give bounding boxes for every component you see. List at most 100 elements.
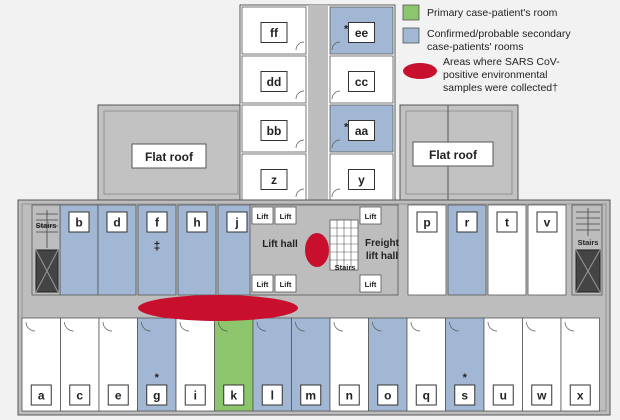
lift-5: Lift bbox=[359, 206, 382, 225]
room-p: p bbox=[407, 204, 447, 296]
room-t: t bbox=[487, 204, 527, 296]
room-w-label: w bbox=[536, 389, 547, 403]
lift-5-label: Lift bbox=[365, 212, 377, 221]
room-ff: ff bbox=[241, 6, 307, 55]
room-e-label: e bbox=[115, 389, 122, 403]
room-dd-label-box bbox=[260, 71, 288, 92]
room-c-label: c bbox=[76, 389, 83, 403]
room-h-label-box bbox=[186, 211, 208, 233]
room-ff-label: ff bbox=[270, 26, 279, 40]
door-icon bbox=[295, 139, 305, 149]
room-l-label-box bbox=[261, 384, 283, 406]
legend-primary-label: Primary case-patient's room bbox=[427, 7, 558, 19]
room-x-label-box bbox=[569, 384, 591, 406]
room-p-label: p bbox=[423, 216, 430, 230]
room-k: k bbox=[214, 317, 254, 412]
room-a-label: a bbox=[38, 389, 45, 403]
room-p-label-box bbox=[416, 211, 438, 233]
room-bb-label: bb bbox=[267, 124, 282, 138]
room-k-label: k bbox=[230, 389, 237, 403]
sample-area-lift-hall bbox=[305, 233, 329, 267]
room-e: e bbox=[98, 317, 138, 412]
lift-3-label: Lift bbox=[257, 280, 269, 289]
room-d-label-box bbox=[106, 211, 128, 233]
stairs-left: Stairs bbox=[31, 204, 61, 296]
room-q: q bbox=[406, 317, 446, 412]
door-icon bbox=[25, 321, 36, 332]
door-icon bbox=[141, 321, 151, 332]
room-u: u bbox=[483, 317, 523, 412]
lift-2: Lift bbox=[274, 206, 297, 225]
room-g-label-box bbox=[146, 384, 168, 406]
door-icon bbox=[331, 188, 341, 198]
room-bb: bb bbox=[241, 104, 307, 153]
room-ee: ee * bbox=[329, 6, 394, 55]
room-q-label: q bbox=[423, 389, 430, 403]
flat-roof-right-label: Flat roof bbox=[429, 148, 478, 162]
room-g-star: * bbox=[155, 372, 160, 384]
room-cc: cc bbox=[329, 55, 394, 104]
room-o-label-box bbox=[377, 384, 399, 406]
lift-4-label: Lift bbox=[280, 280, 292, 289]
upper-wing: ff ee * dd cc bb aa* z y bbox=[239, 4, 396, 206]
door-icon bbox=[331, 90, 341, 100]
room-i-label-box bbox=[184, 384, 206, 406]
room-c-label-box bbox=[69, 384, 91, 406]
lift-6: Lift bbox=[359, 274, 382, 293]
door-icon bbox=[331, 41, 341, 51]
door-icon bbox=[564, 321, 575, 332]
legend: Primary case-patient's room Confirmed/pr… bbox=[402, 4, 571, 94]
door-icon bbox=[526, 321, 536, 332]
room-b-label-box bbox=[68, 211, 90, 233]
room-w: w bbox=[522, 317, 562, 412]
room-f-label: f bbox=[155, 216, 160, 230]
legend-secondary-swatch bbox=[402, 27, 420, 44]
room-n: n bbox=[329, 317, 369, 412]
room-n-label: n bbox=[346, 389, 353, 403]
room-ee-label: ee bbox=[355, 26, 369, 40]
door-icon bbox=[179, 321, 190, 332]
stairs-left-label: Stairs bbox=[36, 221, 57, 230]
flat-roof-left-label: Flat roof bbox=[145, 150, 194, 164]
room-j-label-box bbox=[226, 211, 248, 233]
flat-roof-right: Flat roof bbox=[399, 104, 519, 201]
room-c: c bbox=[60, 317, 100, 412]
room-y-label: y bbox=[358, 173, 365, 187]
door-icon bbox=[295, 321, 305, 332]
room-h: h bbox=[177, 204, 217, 296]
room-aa-label-box bbox=[348, 120, 375, 141]
room-r-label: r bbox=[465, 216, 470, 230]
door-icon bbox=[295, 41, 305, 51]
room-o: o bbox=[368, 317, 408, 412]
room-l: l bbox=[252, 317, 292, 412]
freight-lift-hall-label-1: Freight bbox=[365, 238, 400, 249]
lift-hall-label: Lift hall bbox=[262, 239, 298, 250]
room-g: g* bbox=[137, 317, 177, 412]
room-dd: dd bbox=[241, 55, 307, 104]
room-z-label: z bbox=[271, 173, 277, 187]
room-f: f‡ bbox=[137, 204, 177, 296]
door-icon bbox=[295, 188, 305, 198]
room-x-label: x bbox=[577, 389, 584, 403]
room-k-label-box bbox=[223, 384, 245, 406]
legend-sample-label-3: samples were collected† bbox=[443, 82, 558, 94]
stairs-center-label: Stairs bbox=[335, 263, 356, 272]
room-v-label-box bbox=[536, 211, 558, 233]
room-cc-label: cc bbox=[355, 75, 369, 89]
room-o-label: o bbox=[384, 389, 391, 403]
room-i: i bbox=[175, 317, 215, 412]
door-icon bbox=[218, 321, 228, 332]
room-v-label: v bbox=[544, 216, 551, 230]
room-aa: aa* bbox=[329, 104, 394, 153]
room-s-label-box bbox=[454, 384, 476, 406]
room-r: r bbox=[447, 204, 487, 296]
room-x: x bbox=[560, 317, 600, 412]
door-icon bbox=[333, 321, 344, 332]
lift-1-label: Lift bbox=[257, 212, 269, 221]
room-ee-star: * bbox=[344, 24, 349, 36]
room-dd-label: dd bbox=[267, 75, 282, 89]
door-icon bbox=[102, 321, 113, 332]
room-u-label: u bbox=[500, 389, 507, 403]
door-icon bbox=[410, 321, 421, 332]
room-f-label-box bbox=[146, 211, 168, 233]
